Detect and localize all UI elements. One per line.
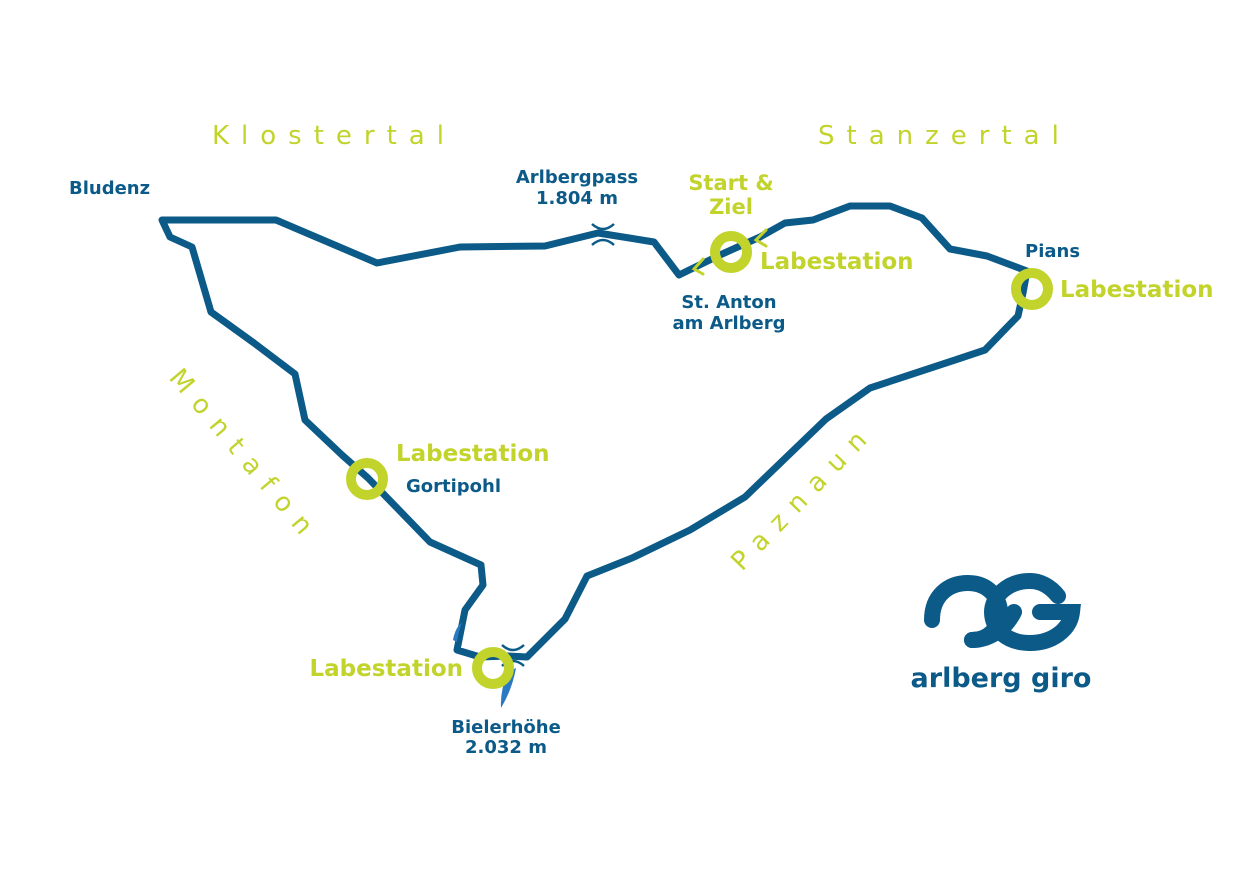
station-marker-icon xyxy=(1011,268,1053,310)
brand-name: arlberg giro xyxy=(911,663,1092,694)
place-arlbergpass: Arlbergpass xyxy=(516,167,638,188)
pass-icon xyxy=(591,223,615,246)
station-label-gortipohl: Labestation xyxy=(396,441,550,467)
place-st-anton: St. Anton xyxy=(681,292,776,313)
valley-klostertal: Klostertal xyxy=(212,121,456,151)
place-st-anton-line2: am Arlberg xyxy=(672,313,785,334)
station-label-pians: Labestation xyxy=(1060,277,1214,303)
start-finish-label-line2: Ziel xyxy=(709,195,753,219)
station-marker-icon xyxy=(472,647,514,689)
place-gortipohl: Gortipohl xyxy=(406,476,501,497)
place-arlbergpass-elevation: 1.804 m xyxy=(536,188,618,209)
station-marker-icon xyxy=(710,231,752,273)
water-icon xyxy=(453,622,462,642)
brand-logo-icon xyxy=(924,572,1081,652)
place-bielerhoehe-elevation: 2.032 m xyxy=(465,737,547,758)
start-finish-label: Start & xyxy=(688,171,773,195)
valley-stanzertal: Stanzertal xyxy=(818,121,1071,151)
direction-arrow-icon xyxy=(691,257,705,276)
station-label-st-anton: Labestation xyxy=(760,249,914,275)
place-bielerhoehe: Bielerhöhe xyxy=(451,717,561,738)
water-icon xyxy=(500,668,516,708)
place-bludenz: Bludenz xyxy=(69,178,150,199)
direction-arrow-icon xyxy=(753,228,768,248)
station-marker-icon xyxy=(346,458,388,500)
station-label-bielerhoehe: Labestation xyxy=(310,656,464,682)
place-pians: Pians xyxy=(1025,241,1080,262)
